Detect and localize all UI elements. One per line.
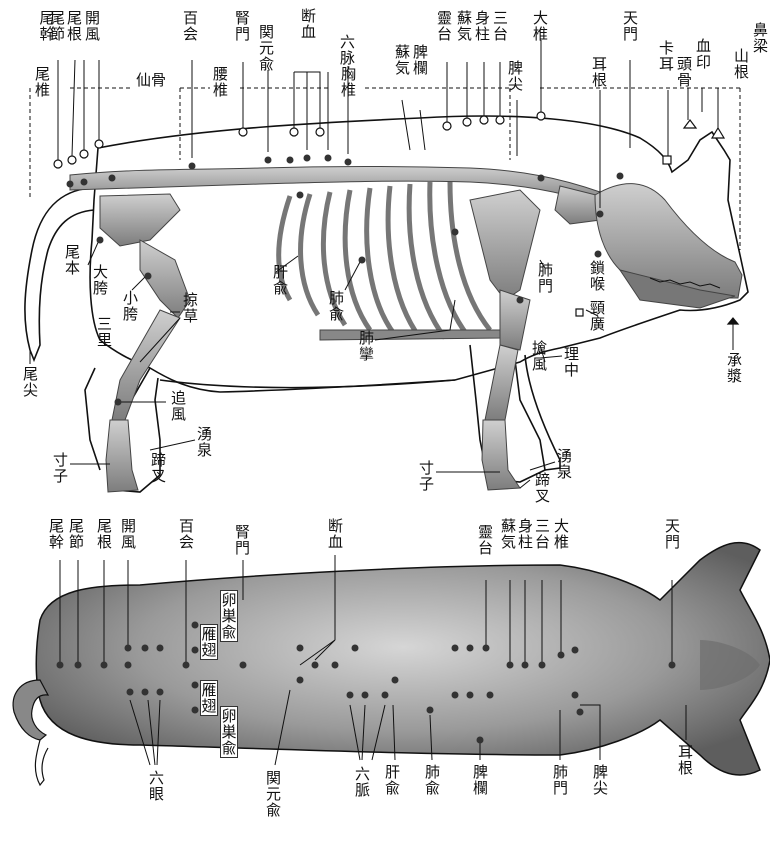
label-tougu: 頭骨 (676, 56, 693, 88)
label-biliang: 鼻梁 (752, 22, 769, 54)
pig-tail (25, 188, 94, 360)
label-ganyu: 肝兪 (272, 264, 289, 296)
label-cunzi: 寸子 (52, 452, 69, 484)
top-label-yanchi2: 雁翅 (200, 680, 218, 716)
top-label-pilan: 脾欄 (472, 764, 489, 796)
top-label-yanchi1: 雁翅 (200, 624, 218, 660)
front-radius (485, 345, 518, 420)
top-label-shenzhu: 身柱 (517, 518, 534, 550)
label-xiangu: 仙骨 (136, 72, 166, 88)
top-label-weigen: 尾根 (96, 518, 113, 550)
label-feiyu: 肺兪 (328, 290, 345, 322)
label-weijian: 尾尖 (22, 366, 39, 398)
label-weigen: 尾根 (66, 10, 83, 42)
label-xiaokua: 小胯 (122, 290, 139, 322)
top-label-dazhui: 大椎 (553, 518, 570, 550)
top-body (36, 543, 770, 775)
top-label-weikan: 尾幹 (48, 518, 65, 550)
label-zhuifeng: 追風 (170, 390, 187, 422)
label-weiben: 尾本 (64, 244, 81, 276)
top-label-kaifeng: 開風 (120, 518, 137, 550)
label-yongquan: 湧泉 (196, 426, 213, 458)
label-dakua: 大胯 (92, 264, 109, 296)
top-label-weijie: 尾節 (68, 518, 85, 550)
top-tail (13, 680, 48, 740)
top-label-feimen: 肺門 (552, 764, 569, 796)
front-humerus (500, 290, 530, 350)
label-feimen: 肺門 (537, 262, 554, 294)
label-luecao: 掠草 (182, 292, 199, 324)
label-kaifeng: 開風 (84, 10, 101, 42)
label-shenzhu: 身柱 (474, 10, 491, 42)
label-chengjiang: 承漿 (726, 352, 743, 384)
label-feipan: 肺攣 (358, 330, 375, 362)
top-label-lingtai: 靈台 (477, 524, 494, 556)
label-lizhong: 理中 (563, 346, 580, 378)
label-xueyin: 血印 (695, 38, 712, 70)
top-label-ganyu: 肝兪 (384, 764, 401, 796)
side-points (54, 112, 545, 168)
top-label-pijian: 脾尖 (592, 764, 609, 796)
pelvis (100, 194, 180, 246)
skull (595, 184, 742, 298)
label-suqi2: 蘇気 (394, 44, 411, 76)
top-label-ergen: 耳根 (677, 744, 694, 776)
label-yaozhui: 腰椎 (212, 66, 229, 98)
label-yongquan2: 湧泉 (556, 448, 573, 480)
top-label-tianmen: 天門 (664, 518, 681, 550)
label-xiongzhui: 胸椎 (340, 66, 357, 98)
skeleton (70, 167, 742, 493)
top-label-guanyuanyu: 関元兪 (265, 770, 282, 818)
label-weizhui: 尾椎 (34, 66, 51, 98)
top-label-luanchaoyu2: 卵巣兪 (220, 706, 238, 758)
label-shangen: 山根 (733, 48, 750, 80)
scapula (470, 190, 540, 300)
label-shenmen: 腎門 (234, 10, 251, 42)
label-ergen: 耳根 (591, 56, 608, 88)
top-label-shenmen: 腎門 (234, 524, 251, 556)
label-baihui: 百会 (182, 10, 199, 42)
hind-foot (106, 420, 138, 492)
top-label-liuyan: 六眼 (148, 770, 165, 802)
label-lingtai: 靈台 (436, 10, 453, 42)
ribcage (279, 182, 490, 338)
label-tichai: 蹄叉 (150, 452, 167, 484)
label-pijian: 脾尖 (507, 60, 524, 92)
label-suohou: 鎖喉 (589, 260, 606, 292)
top-label-feiyu: 肺兪 (424, 764, 441, 796)
label-duanxue: 断血 (300, 8, 317, 40)
label-dazhui: 大椎 (532, 10, 549, 42)
label-sanli: 三里 (96, 316, 113, 348)
top-label-baihui: 百会 (178, 518, 195, 550)
label-jinghuang: 頸廣 (589, 300, 606, 332)
front-foot (482, 420, 520, 490)
top-label-liumai: 六脈 (354, 766, 371, 798)
label-kaer: 卡耳 (658, 40, 675, 72)
label-tichai2: 蹄叉 (534, 472, 551, 504)
label-pilan: 脾欄 (412, 44, 429, 76)
label-santai: 三台 (492, 10, 509, 42)
label-weijie: 尾節 (49, 10, 66, 42)
top-label-suqi: 蘇気 (500, 518, 517, 550)
label-tianmen: 天門 (622, 10, 639, 42)
top-label-luanchaoyu1: 卵巣兪 (220, 590, 238, 642)
top-label-santai: 三台 (534, 518, 551, 550)
label-qiangfeng: 搶風 (531, 340, 548, 372)
top-label-duanxue: 断血 (327, 518, 344, 550)
label-liumai: 六脉 (339, 34, 356, 66)
label-suqi: 蘇気 (456, 10, 473, 42)
label-guanyuanyu: 関元兪 (258, 24, 275, 72)
label-cunzi2: 寸子 (418, 460, 435, 492)
